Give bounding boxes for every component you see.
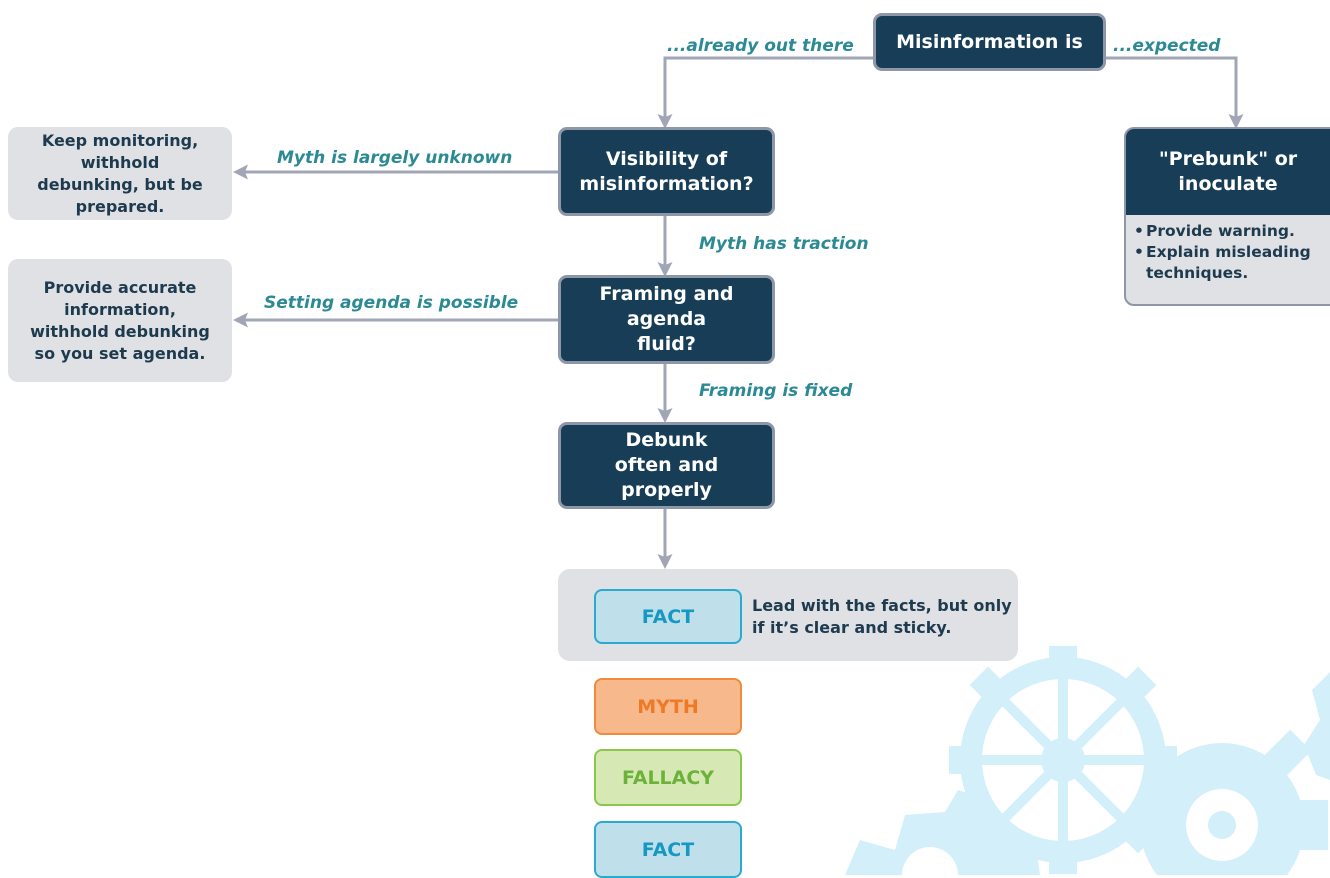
root-node: Misinformation is [873,13,1106,71]
edge-label-agenda-possible: Setting agenda is possible [264,293,519,313]
fact-panel-text: Lead with the facts, but only if it’s cl… [752,596,1012,637]
prebunk-panel: "Prebunk" or inoculate Provide warning. … [1124,127,1330,306]
prebunk-item-warning: Provide warning. [1134,221,1330,242]
branch-label-already-out-there: ...already out there [667,36,854,56]
branch-label-expected: ...expected [1113,36,1221,56]
outcome-keep-monitoring: Keep monitoring, withhold debunking, but… [8,127,232,220]
prebunk-list: Provide warning. Explain misleading tech… [1126,221,1330,284]
edge-label-framing-fixed: Framing is fixed [699,381,853,401]
debunk-node: Debunk often and properly [558,422,775,509]
framing-node: Framing and agenda fluid? [558,275,775,364]
fallacy-tag: FALLACY [594,749,742,806]
fact-tag: FACT [594,821,742,878]
gear-left-icon [845,790,1040,875]
myth-tag: MYTH [594,678,742,735]
connector-root-to-visibility [657,56,875,129]
fact-panel-tag: FACT [594,589,742,644]
outcome-provide-accurate-info: Provide accurate information, withhold d… [8,259,232,382]
gear-right-icon [1140,729,1328,875]
edge-label-myth-unknown: Myth is largely unknown [277,148,513,168]
gear-edge-icon [1304,672,1330,780]
prebunk-node: "Prebunk" or inoculate [1126,129,1330,215]
prebunk-item-techniques: Explain misleading techniques. [1134,242,1330,284]
connector-root-to-prebunk [1105,56,1244,129]
edge-label-myth-traction: Myth has traction [699,234,869,254]
visibility-node: Visibility of misinformation? [558,127,775,216]
